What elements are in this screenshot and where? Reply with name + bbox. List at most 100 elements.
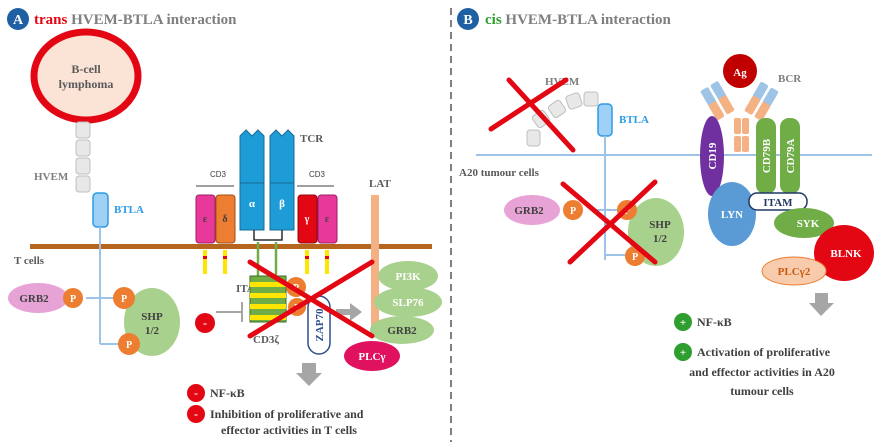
panel-b: B cis HVEM-BTLA interaction HVEM BTLA: [457, 8, 874, 398]
panel-a-badge: [7, 8, 29, 30]
phospho-shp-a-1-label: P: [121, 294, 127, 305]
slp76-node: [374, 287, 442, 317]
grb2-label-b: GRB2: [514, 205, 544, 217]
cd3-right-label: CD3: [309, 170, 326, 179]
cd19-label: CD19: [707, 142, 719, 169]
cd3-left-label: CD3: [210, 170, 227, 179]
panel-b-title-prefix: cis: [485, 12, 502, 28]
down-arrow-b: [809, 303, 834, 316]
hvem-label-a: HVEM: [34, 171, 69, 183]
plcg2: [761, 256, 827, 286]
nfkb-plus-icon: [674, 313, 692, 331]
cd79a: [780, 118, 800, 194]
blocked-signal-cross-a: [247, 259, 375, 339]
cd19: [700, 116, 724, 196]
itam-label-b: ITAM: [763, 197, 793, 209]
plcg-label: PLCγ: [358, 351, 385, 363]
cd3-epsilon-left: [195, 194, 216, 244]
cd3-epsilon-right-label: ε: [325, 214, 330, 225]
down-arrow-b-stem: [815, 293, 828, 303]
shp-label-b-2: 1/2: [653, 233, 668, 245]
cd3-epsilon-left-label: ε: [203, 214, 208, 225]
antigen-label: Ag: [733, 67, 747, 79]
plcg-node: [344, 341, 400, 371]
panel-b-badge: [457, 8, 479, 30]
inhibition-text-1: Inhibition of proliferative and: [210, 407, 364, 421]
cd3z-label: CD3ζ: [253, 334, 279, 346]
cd3-zeta-block: [249, 275, 287, 323]
inhibition-text-2: effector activities in T cells: [221, 423, 357, 437]
tcr-beta-label: β: [279, 198, 285, 210]
activation-plus-icon: [674, 343, 692, 361]
down-arrow-a-stem: [302, 363, 316, 373]
phospho-shp-a-1: [113, 287, 135, 309]
tcr-alpha-label: α: [249, 198, 256, 210]
cd3-gamma-label: γ: [304, 214, 310, 225]
nfkb-label-a: NF-κB: [210, 386, 245, 400]
cd79b-label: CD79B: [761, 138, 773, 173]
nfkb-label-b: NF-κB: [697, 315, 732, 329]
blnk-label: BLNK: [830, 248, 862, 260]
lat-bar: [371, 195, 379, 335]
grb2-label-a: GRB2: [19, 293, 49, 305]
grb2-node-b: [504, 195, 560, 225]
slp76-label: SLP76: [392, 297, 424, 309]
inhibition-sign-a-label: -: [203, 316, 207, 330]
antigen: [723, 54, 757, 88]
tcr-alpha-chain: [239, 129, 265, 231]
panel-b-title: cis HVEM-BTLA interaction: [485, 12, 671, 28]
panel-a-badge-text: A: [13, 13, 24, 28]
inhibition-minus-icon: [187, 405, 205, 423]
bcr-label: BCR: [778, 73, 802, 85]
btla-receptor-a: [92, 192, 109, 228]
phospho-shp-a-2: [118, 333, 140, 355]
phospho-grb2-b-label: P: [570, 206, 576, 217]
blnk: [814, 225, 874, 281]
nfkb-plus-label: +: [680, 317, 686, 329]
panel-a-title-rest: HVEM-BTLA interaction: [67, 12, 237, 28]
activation-text-3: tumour cells: [730, 384, 794, 398]
shp-label-a-1: SHP: [141, 311, 163, 323]
lyn-label: LYN: [721, 209, 743, 221]
tcr-complex: α β: [239, 129, 295, 241]
shp-label-a-2: 1/2: [145, 325, 160, 337]
inhibition-sign-a: [195, 313, 215, 333]
cd79b: [756, 118, 776, 194]
grb2-node-a2: [370, 316, 434, 344]
btla-label-b: BTLA: [619, 114, 649, 126]
phospho-grb2-a-label: P: [70, 294, 76, 305]
tcr-beta-chain: [269, 129, 295, 231]
b-cell-lymphoma: [30, 28, 142, 124]
membrane-a: [30, 244, 432, 249]
lyn: [708, 182, 756, 246]
cd3-epsilon-right: [317, 194, 338, 244]
grb2-node-a: [8, 283, 68, 313]
pi3k-label: PI3K: [395, 271, 421, 283]
signal-arrow-right-a: [350, 303, 362, 321]
lymphoma-label-1: B-cell: [71, 62, 101, 76]
shp-cross-b: [560, 179, 658, 265]
panel-a-title: trans HVEM-BTLA interaction: [34, 12, 237, 28]
itam-b: [748, 192, 808, 211]
cd3-delta: [215, 194, 236, 244]
phospho-shp-a-2-label: P: [126, 340, 132, 351]
down-arrow-a: [296, 373, 322, 386]
hvem-receptor-a: [75, 121, 91, 193]
lymphoma-label-2: lymphoma: [59, 77, 114, 91]
panel-b-title-rest: HVEM-BTLA interaction: [502, 12, 672, 28]
nfkb-minus-icon: [187, 384, 205, 402]
bcr-complex: Ag: [700, 54, 779, 152]
activation-text-1: Activation of proliferative: [697, 345, 831, 359]
panel-a-title-prefix: trans: [34, 12, 67, 28]
btla-receptor-b: [597, 103, 613, 137]
nfkb-minus-label: -: [194, 386, 198, 400]
lat-label: LAT: [369, 178, 391, 190]
panel-a: A trans HVEM-BTLA interaction B-cell lym…: [7, 8, 442, 437]
cd79a-label: CD79A: [785, 139, 797, 174]
cd3-gamma: [297, 194, 318, 244]
a20-label: A20 tumour cells: [459, 167, 540, 179]
inhibition-minus-label: -: [194, 407, 198, 421]
grb2-label-a2: GRB2: [387, 325, 417, 337]
